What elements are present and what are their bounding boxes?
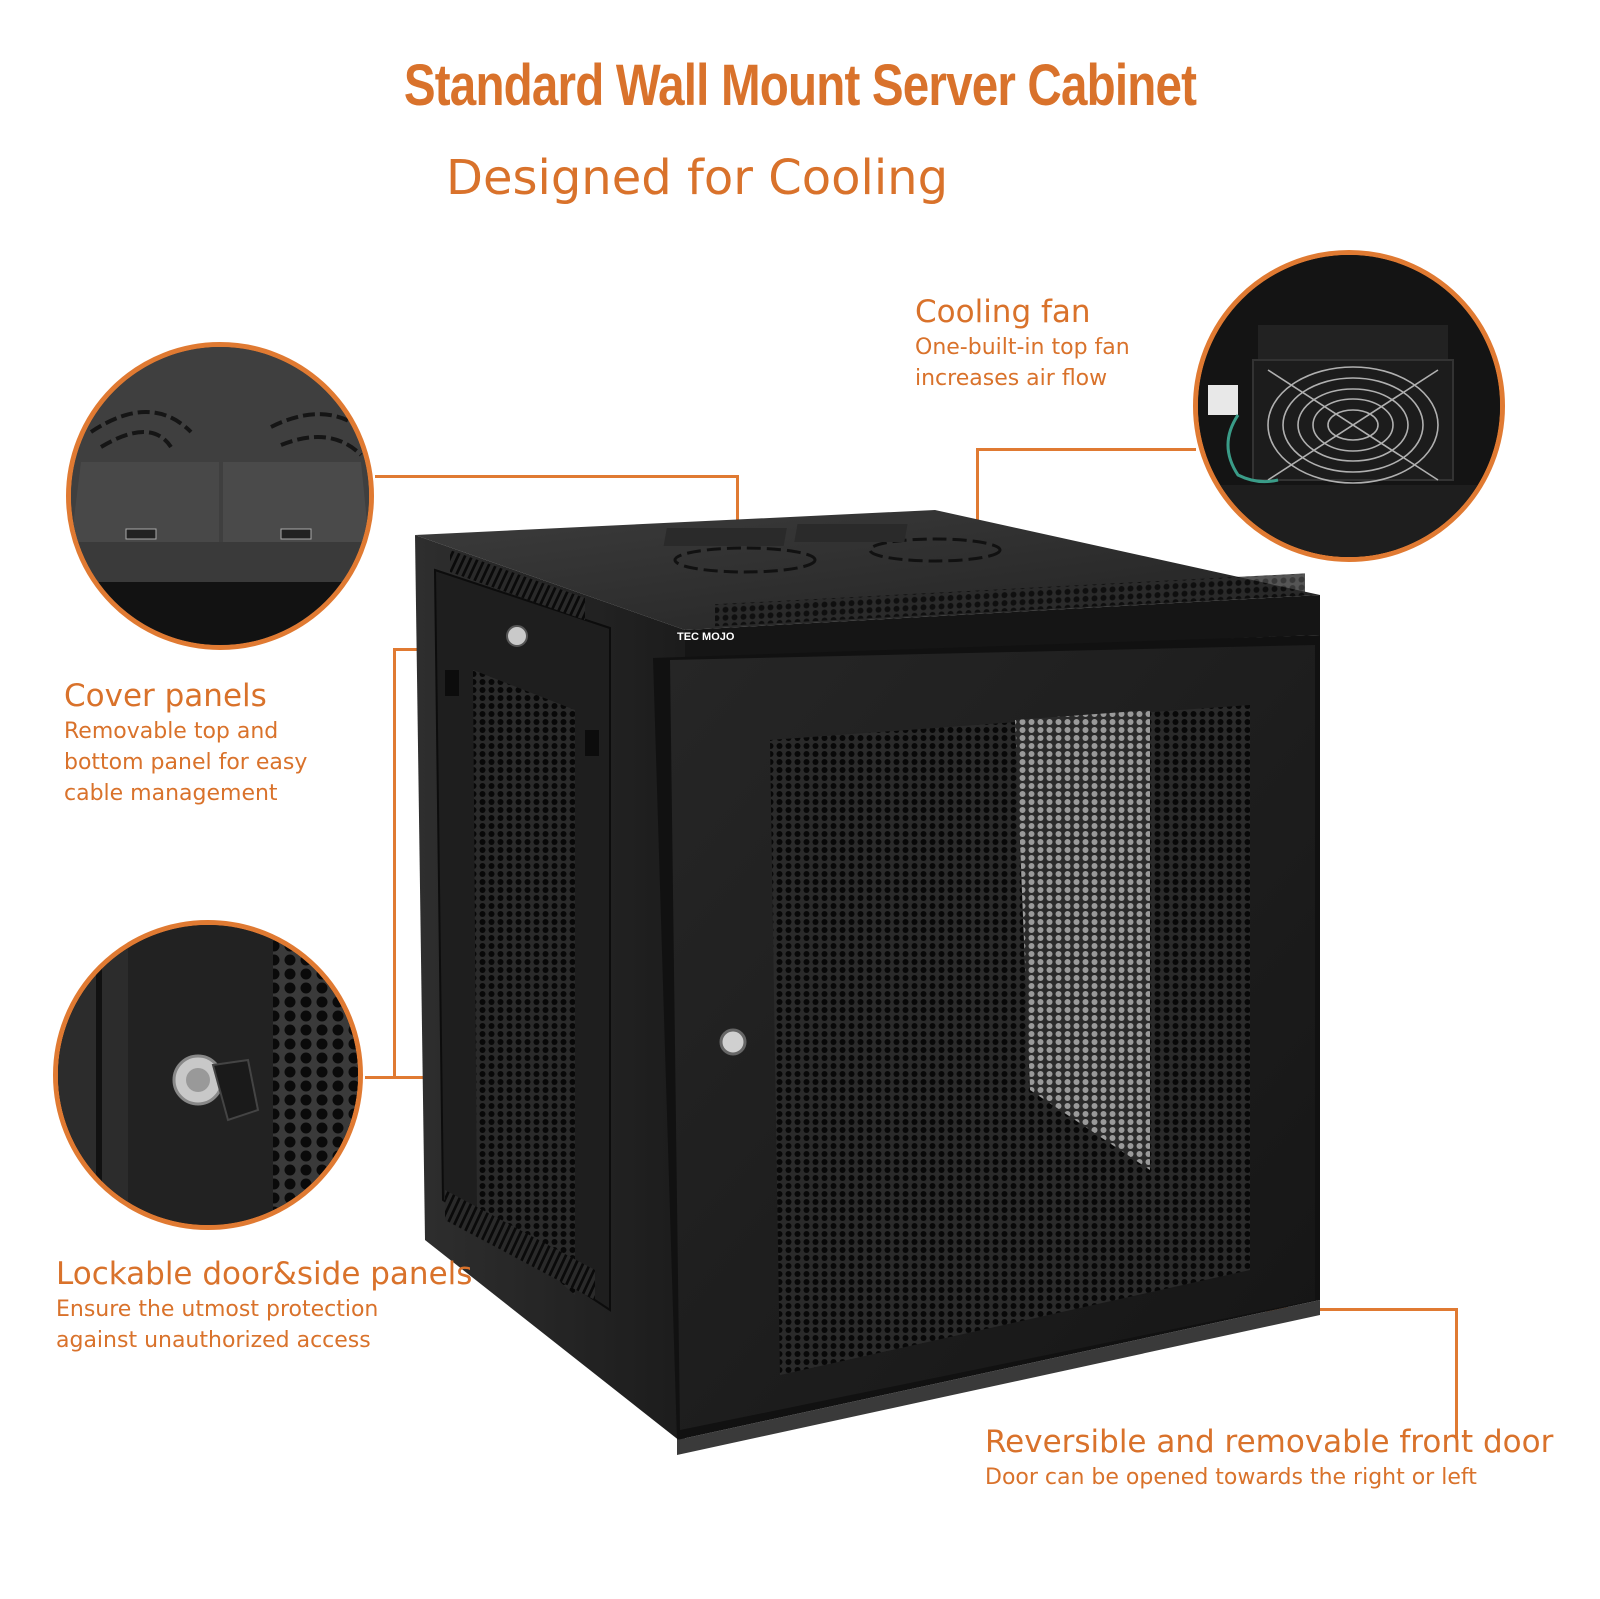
server-cabinet-image: TEC MOJO	[415, 510, 1360, 1490]
callout-title: Reversible and removable front door	[985, 1424, 1554, 1460]
callout-lockable-panels: Lockable door&side panels Ensure the utm…	[56, 1256, 472, 1356]
connector-door-h	[1277, 1308, 1457, 1311]
connector-cover-panels-v	[736, 475, 739, 543]
callout-description: Door can be opened towards the right or …	[985, 1465, 1477, 1490]
lock-detail-photo	[53, 920, 363, 1230]
cover-panels-detail-photo	[66, 342, 374, 650]
connector-fan-v	[976, 448, 979, 548]
callout-title: Cooling fan	[915, 294, 1091, 330]
connector-door-v	[1455, 1308, 1458, 1438]
callout-cover-panels: Cover panels Removable top and bottom pa…	[64, 678, 307, 809]
connector-cover-panels-h	[375, 475, 738, 478]
callout-front-door: Reversible and removable front door Door…	[985, 1424, 1553, 1493]
callout-description: Ensure the utmost protection against una…	[56, 1297, 379, 1353]
callout-description: One-built-in top fan increases air flow	[915, 335, 1130, 391]
callout-description: Removable top and bottom panel for easy …	[64, 719, 308, 806]
connector-fan-h	[976, 448, 1196, 451]
callout-title: Cover panels	[64, 678, 267, 714]
cooling-fan-detail-photo	[1193, 250, 1505, 562]
page-subtitle: Designed for Cooling	[446, 150, 949, 206]
page-title: Standard Wall Mount Server Cabinet	[403, 53, 1197, 118]
callout-title: Lockable door&side panels	[56, 1256, 473, 1292]
connector-side-lock-v	[393, 648, 396, 1078]
svg-text:TEC MOJO: TEC MOJO	[677, 631, 735, 643]
callout-cooling-fan: Cooling fan One-built-in top fan increas…	[915, 294, 1130, 394]
